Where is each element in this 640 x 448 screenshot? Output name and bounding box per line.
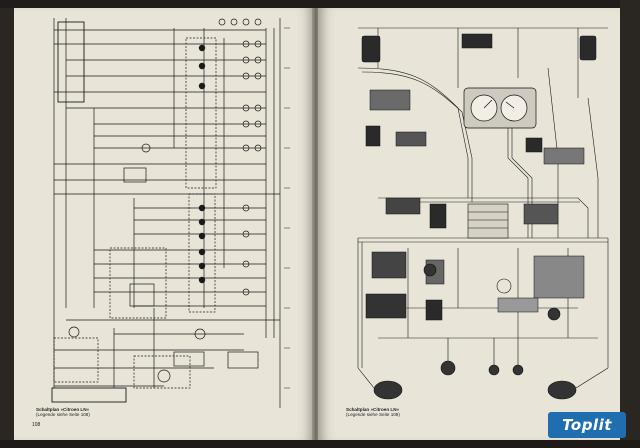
right-page: Schaltplan »Citroen LN« (Legende siehe S… (318, 8, 620, 440)
background-top (0, 0, 640, 8)
background-right (620, 0, 640, 448)
toplit-logo: Toplit (548, 412, 626, 438)
right-caption-subtitle: (Legende siehe Seite 108) (346, 412, 400, 418)
right-wiring-diagram (357, 27, 609, 400)
background-bottom (0, 440, 640, 448)
left-wiring-diagram (51, 18, 290, 408)
right-caption-title: Schaltplan »Citroen LN« (346, 407, 400, 412)
right-caption: Schaltplan »Citroen LN« (Legende siehe S… (346, 407, 400, 417)
left-page: Schaltplan »Citroen LN« (Legende siehe S… (14, 8, 314, 440)
left-caption-subtitle: (Legende siehe Seite 108) (36, 412, 90, 418)
page-number: 108 (32, 422, 41, 428)
book-spine (312, 8, 320, 440)
left-caption-title: Schaltplan »Citroen LN« (36, 407, 90, 412)
left-caption: Schaltplan »Citroen LN« (Legende siehe S… (36, 407, 90, 417)
